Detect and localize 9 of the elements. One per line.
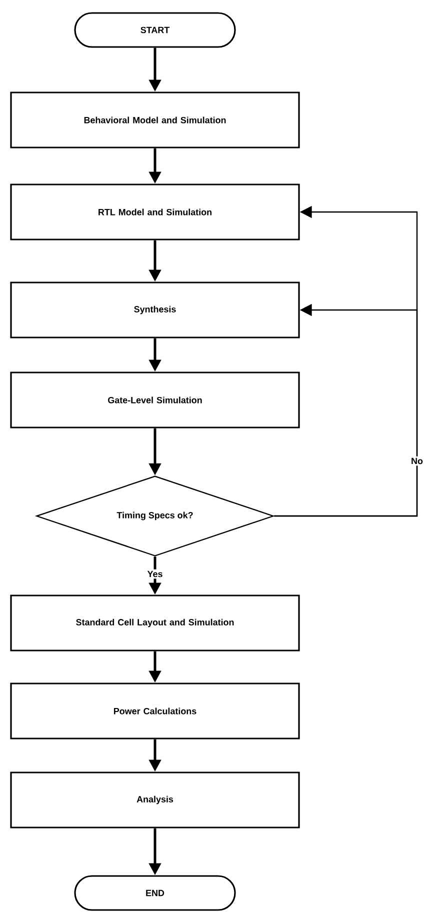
process-box: Analysis (10, 772, 300, 828)
process-box: Standard Cell Layout and Simulation (10, 594, 300, 652)
edge-label: Yes (146, 569, 164, 579)
process-box: RTL Model and Simulation (10, 184, 300, 240)
process-box: Behavioral Model and Simulation (10, 92, 300, 148)
process-box: Power Calculations (10, 682, 300, 740)
process-box: Gate-Level Simulation (10, 372, 300, 428)
process-box: Synthesis (10, 282, 300, 338)
edge-label: No (410, 456, 424, 466)
